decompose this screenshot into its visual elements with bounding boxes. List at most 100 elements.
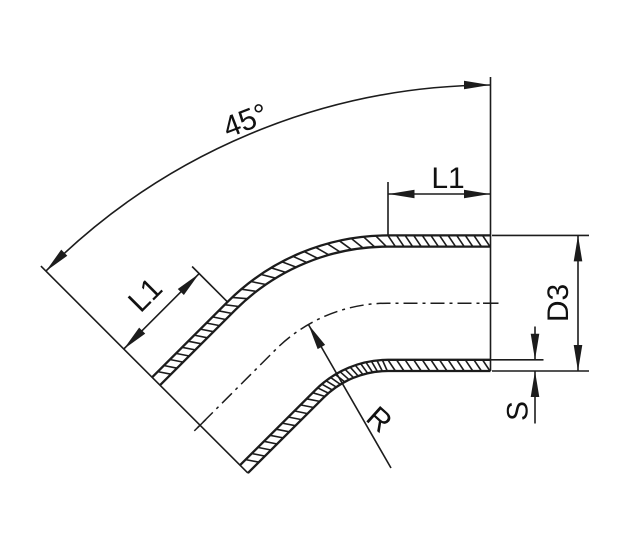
hatch-line xyxy=(224,303,239,308)
hatch-line xyxy=(269,434,284,439)
hatch-line xyxy=(387,359,397,372)
hatch-line xyxy=(413,359,422,372)
wall-hatching xyxy=(157,234,491,463)
hatch-line xyxy=(163,364,178,369)
hatch-line xyxy=(275,428,290,433)
hatch-line xyxy=(404,359,414,372)
hatch-line xyxy=(212,316,226,321)
hatch-line xyxy=(326,243,341,253)
hatch-line xyxy=(370,360,379,373)
hatch-line xyxy=(169,358,184,363)
hatch-line xyxy=(325,380,337,388)
hatch-line xyxy=(481,234,491,248)
hatch-line xyxy=(354,364,364,376)
hatch-line xyxy=(438,359,448,372)
hatch-line xyxy=(381,359,389,372)
arrowhead xyxy=(464,80,490,90)
dimension-labels: 45° L1 L1 D3 S R xyxy=(122,98,575,440)
radius-leader-line xyxy=(307,324,392,469)
arrowhead xyxy=(573,235,583,262)
hatch-line xyxy=(157,370,172,375)
wall-thickness-label: S xyxy=(502,401,535,421)
hatch-line xyxy=(376,360,384,372)
hatch-line xyxy=(292,255,308,264)
hatch-line xyxy=(251,452,266,457)
hatch-line xyxy=(200,328,214,333)
hatch-line xyxy=(375,235,387,248)
hatch-line xyxy=(430,359,440,372)
centerline-dashdot xyxy=(193,302,499,432)
hatch-line xyxy=(312,391,326,398)
hatch-line xyxy=(257,446,272,451)
hatch-line xyxy=(447,359,457,372)
hatch-line xyxy=(339,371,350,381)
left-face-extension-line xyxy=(40,265,249,474)
bend-angle-label: 45° xyxy=(219,98,273,145)
hatch-line xyxy=(317,387,329,394)
hatch-line xyxy=(456,234,465,248)
hatch-line xyxy=(456,359,465,372)
hatch-line xyxy=(387,234,397,248)
hatch-line xyxy=(350,237,364,249)
angle-dimension-arc xyxy=(45,84,491,272)
hatch-line xyxy=(404,234,414,248)
hatch-line xyxy=(218,310,232,315)
hatch-line xyxy=(359,363,369,374)
hatch-line xyxy=(245,458,260,463)
hatch-line xyxy=(263,440,278,445)
hatch-line xyxy=(294,410,308,415)
bend-radius-label: R xyxy=(360,400,398,439)
hatch-line xyxy=(338,240,353,251)
hatch-line xyxy=(473,359,483,372)
hatch-line xyxy=(349,366,359,377)
arrowhead xyxy=(308,324,326,350)
arrowhead xyxy=(573,345,583,371)
hatch-line xyxy=(421,234,431,248)
hatch-line xyxy=(300,404,314,409)
hatch-line xyxy=(232,296,248,300)
hatch-line xyxy=(438,234,448,248)
l1-left-extension-line xyxy=(191,265,229,303)
hatch-line xyxy=(362,236,376,248)
hatch-line xyxy=(175,352,190,357)
pipe-wall-bottom-inner-line xyxy=(239,358,491,467)
hatch-line xyxy=(473,234,483,248)
hatch-line xyxy=(365,361,374,373)
hatch-line xyxy=(330,376,341,386)
l1-right-label: L1 xyxy=(431,162,464,195)
hatch-line xyxy=(464,234,474,248)
hatch-line xyxy=(430,234,440,248)
hatch-line xyxy=(194,334,208,339)
hatch-line xyxy=(447,234,457,248)
hatch-line xyxy=(187,340,202,345)
hatch-line xyxy=(481,359,491,372)
hatch-line xyxy=(344,368,355,379)
hatch-line xyxy=(315,246,330,256)
hatch-line xyxy=(413,234,422,248)
hatch-line xyxy=(395,234,405,248)
hatch-line xyxy=(303,250,319,260)
hatch-line xyxy=(181,346,196,351)
arrowhead xyxy=(530,371,540,397)
pipe-wall-top-inner-line xyxy=(159,245,491,387)
hatch-line xyxy=(281,261,297,268)
hatch-line xyxy=(250,280,266,286)
hatch-line xyxy=(260,273,276,279)
arrowhead xyxy=(123,327,146,349)
hatch-line xyxy=(270,267,286,274)
pipe-body xyxy=(151,234,491,474)
arrowhead xyxy=(45,249,68,272)
arrowhead xyxy=(530,333,540,360)
hatch-line xyxy=(321,383,333,391)
pipe-wall-top-outer-line xyxy=(151,234,491,379)
hatch-line xyxy=(281,422,296,427)
arrowhead xyxy=(388,189,415,199)
hatch-line xyxy=(464,359,474,372)
hatch-line xyxy=(306,398,320,403)
hatch-line xyxy=(421,359,431,372)
hatch-line xyxy=(395,359,405,372)
hatch-line xyxy=(206,322,220,327)
arrowhead xyxy=(464,189,490,199)
